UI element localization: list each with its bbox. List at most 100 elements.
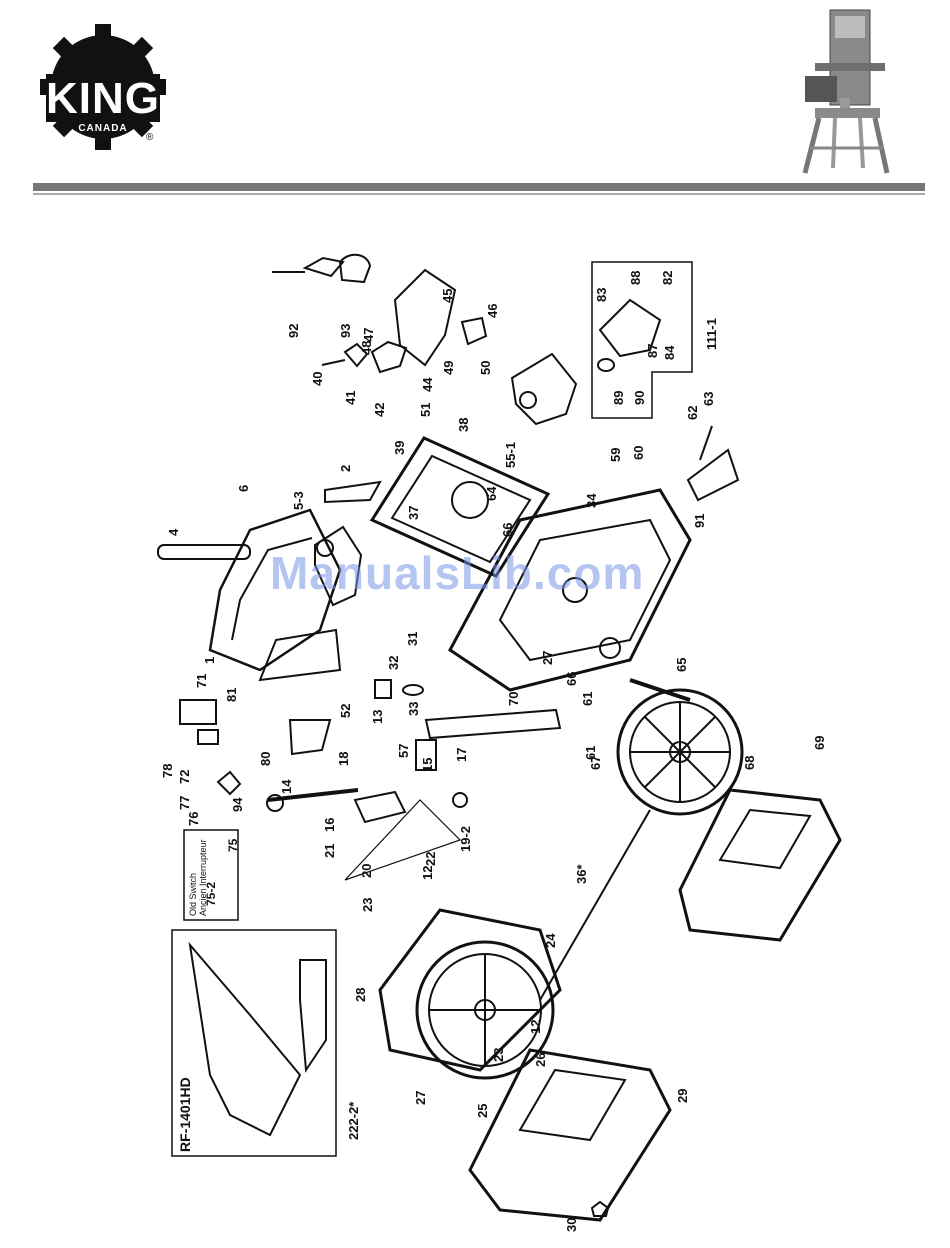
callout-21: 21 [322,844,337,858]
callout-84: 84 [662,345,677,360]
callout-29: 29 [675,1089,690,1103]
callout-44: 44 [420,377,435,392]
callout-2: 2 [338,465,353,472]
callout-68: 68 [742,756,757,770]
callout-25: 25 [475,1104,490,1118]
callout-87: 87 [645,344,660,358]
inset-title-rf-1401hd: RF-1401HD [177,1077,193,1152]
callout-48: 48 [359,341,374,355]
callout-46: 46 [485,304,500,318]
part-39-table [369,436,551,578]
callout-34: 34 [584,493,599,508]
callout-91: 91 [692,514,707,528]
king-canada-logo: KING CANADA ® [38,22,168,152]
callout-12-upper: 12 [420,866,435,880]
callout-55-1: 55-1 [503,442,518,468]
part-2 [324,480,382,504]
callout-17: 17 [454,748,469,762]
callout-45: 45 [440,289,455,303]
old-switch-line1: Old Switch [188,873,198,916]
callout-51: 51 [418,403,433,417]
old-switch-line2: Ancien Interrupteur [198,839,208,916]
part-45-guard [393,268,457,367]
callout-15: 15 [420,758,435,772]
logo-brand: KING [46,74,160,123]
callout-71: 71 [194,674,209,688]
bandsaw-thumbnail [795,8,895,178]
callout-80: 80 [258,752,273,766]
callout-41: 41 [343,391,358,405]
callout-111-1: 111-1 [704,318,719,350]
callout-61-lower: 61 [583,746,598,760]
callout-66-lower: 66 [564,672,579,686]
callout-32: 32 [386,656,401,670]
callout-23-upper: 23 [360,898,375,912]
callout-92: 92 [286,324,301,338]
callout-37: 37 [406,506,421,520]
registered-mark: ® [146,132,154,143]
part-52-bracket [288,719,332,756]
callout-5-3: 5-3 [291,491,306,510]
callout-27-upper: 27 [540,651,555,665]
part-41 [343,342,369,368]
part-upper-bracket [302,256,345,278]
part-33-washer [402,684,424,696]
callout-93: 93 [338,324,353,338]
part-30-knob [590,1200,610,1217]
callout-75-2: 75-2 [204,882,218,906]
callout-23-lower: 23 [491,1048,506,1062]
callout-70: 70 [506,692,521,706]
callout-1: 1 [202,657,217,664]
callout-52: 52 [338,704,353,718]
part-69-lower-cover [678,788,842,942]
part-71-switch-box [179,699,217,725]
gear-icon [40,24,166,150]
callout-27-lower: 27 [413,1091,428,1105]
part-14-tension-rod [267,788,359,802]
callout-36: 36* [574,864,589,884]
callout-69: 69 [812,736,827,750]
part-65-shaft [629,678,691,702]
callout-30: 30 [564,1218,579,1232]
callout-38: 38 [456,418,471,432]
callout-16: 16 [322,818,337,832]
callout-50: 50 [478,361,493,375]
part-4-rod [157,544,251,560]
part-28-upper-cover [378,908,562,1072]
callout-76: 76 [186,812,201,826]
part-17-nut [452,792,468,808]
part-34-base [448,488,692,692]
part-94 [216,770,242,796]
callout-59: 59 [608,448,623,462]
part-91-bracket [686,448,740,502]
callout-47: 47 [361,328,376,342]
watermark: ManualsLib.com [270,547,645,599]
callout-89: 89 [611,391,626,405]
callout-60: 60 [631,446,646,460]
part-55-1-motor [510,352,578,426]
callout-24: 24 [543,933,558,948]
callout-26: 26 [533,1053,548,1067]
callout-40: 40 [310,372,325,386]
part-5-3 [314,525,363,607]
callout-22: 22 [423,852,438,866]
header-rule [33,183,925,191]
callout-4: 4 [166,528,181,536]
callout-57: 57 [396,744,411,758]
callout-28: 28 [353,988,368,1002]
part-46-knob [460,316,488,346]
callout-13: 13 [370,710,385,724]
part-29-cover [468,1048,672,1222]
callout-31: 31 [405,632,420,646]
inset-rf-1401hd [171,929,337,1157]
callout-19-2: 19-2 [458,826,473,852]
part-67-lower-wheel [616,688,744,816]
logo-subtitle: CANADA [78,123,128,134]
part-15-spring [415,739,437,771]
part-guide-block [338,253,372,284]
part-42 [370,340,408,374]
callout-64: 64 [484,486,499,501]
callout-90: 90 [632,391,647,405]
part-36-blade [539,809,651,1001]
